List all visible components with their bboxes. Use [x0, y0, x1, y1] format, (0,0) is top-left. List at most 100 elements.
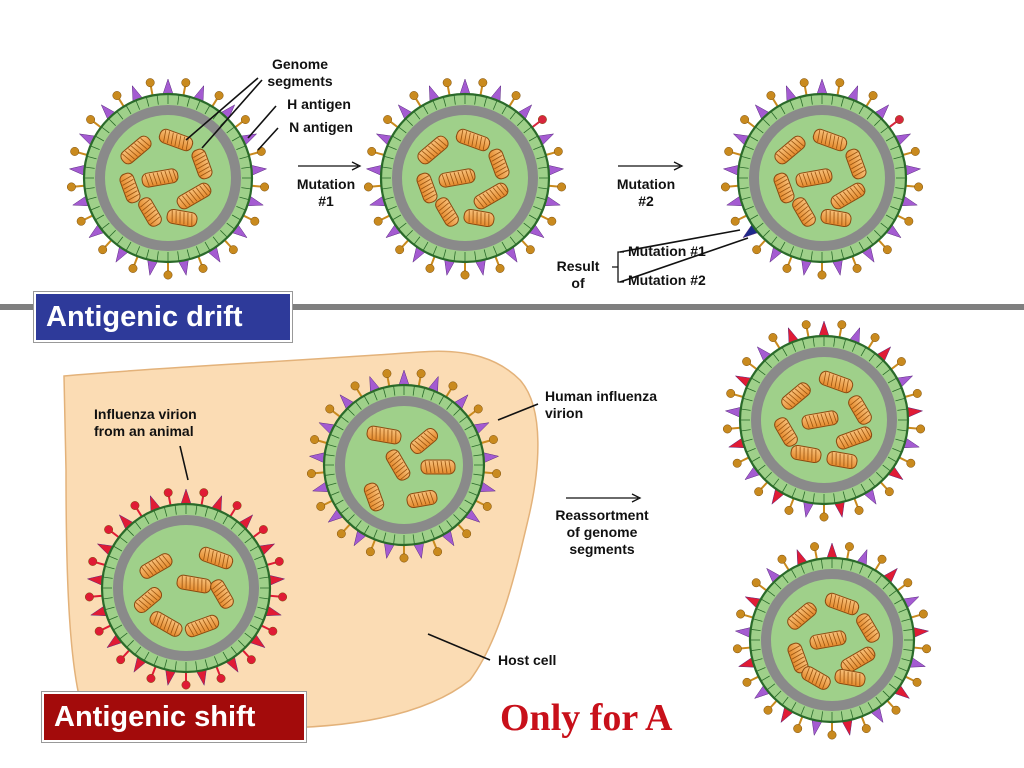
genome-segment — [158, 128, 194, 152]
pointer-genome-2 — [201, 79, 263, 149]
capsid-ring — [95, 105, 241, 251]
genome-segment — [781, 382, 811, 410]
n-spike-stalk — [182, 85, 187, 96]
n-spike-stalk — [803, 85, 808, 96]
n-spike-head — [128, 263, 138, 273]
n-spike-stalk — [773, 339, 781, 350]
n-spike-stalk — [520, 239, 530, 249]
n-spike-head — [367, 147, 377, 156]
genome-segment — [801, 666, 831, 690]
n-spike-head — [86, 115, 96, 124]
n-spike-stalk — [757, 239, 767, 249]
n-spike-stalk — [838, 327, 843, 338]
n-spike-stalk — [739, 456, 750, 463]
n-spike-head — [525, 245, 535, 255]
n-spike-head — [216, 673, 226, 683]
genome-segment — [420, 459, 456, 475]
label-influenza-animal: Influenza virion from an animal — [94, 406, 197, 439]
pointer-result-mut2 — [619, 237, 749, 283]
pointer-n-antigen — [257, 127, 279, 151]
n-spike-head — [768, 333, 778, 342]
genome-segment — [774, 135, 806, 165]
h-spike — [365, 164, 383, 176]
n-spike-head — [827, 730, 837, 740]
h-spike — [722, 164, 740, 176]
n-spike-head — [495, 263, 505, 273]
n-spike-stalk — [896, 583, 907, 592]
pointer-h-antigen — [247, 105, 277, 139]
n-spike-stalk — [905, 184, 916, 188]
h-spike — [459, 78, 471, 95]
section-divider — [0, 304, 1024, 310]
n-spike-head — [232, 501, 242, 510]
n-spike-head — [732, 644, 742, 654]
genome-segment — [824, 592, 860, 616]
n-spike-stalk — [331, 409, 341, 418]
genome-segment — [149, 611, 183, 637]
n-spike-head — [918, 609, 928, 619]
n-spike-stalk — [782, 561, 790, 571]
n-spike-stalk — [200, 495, 205, 506]
n-spike-head — [66, 182, 76, 192]
capsid-ring — [761, 569, 903, 711]
n-spike-head — [910, 147, 920, 156]
n-spike-stalk — [757, 583, 768, 592]
label-host-cell: Host cell — [498, 652, 557, 668]
genome-segment — [809, 630, 847, 650]
genome-segment — [774, 417, 798, 447]
n-spike-stalk — [92, 594, 103, 598]
pointer-human-virion — [497, 403, 539, 421]
n-spike-stalk — [874, 561, 882, 571]
virion-mutation-2 — [720, 78, 924, 280]
n-spike-head — [810, 542, 819, 552]
n-spike-head — [877, 554, 887, 564]
n-spike-head — [817, 270, 827, 280]
genome-segment — [191, 148, 213, 180]
pointer-genome-1 — [185, 77, 259, 141]
genome-segment — [795, 168, 833, 188]
genome-segment — [210, 579, 234, 609]
genome-segment — [119, 172, 141, 204]
n-spike-stalk — [789, 497, 795, 509]
n-spike-stalk — [103, 239, 113, 249]
genome-segment — [139, 553, 173, 579]
genome-segment — [120, 135, 152, 165]
n-spike-stalk — [101, 624, 112, 631]
n-spike-head — [736, 609, 746, 619]
genome-segment — [133, 586, 163, 614]
reassortment-arrow — [566, 493, 642, 503]
capsid-ring — [751, 347, 897, 493]
virion-reassortant-2 — [732, 542, 932, 740]
n-spike-head — [793, 724, 803, 734]
antigenic-shift-banner: Antigenic shift — [42, 692, 306, 742]
n-spike-stalk — [251, 184, 262, 188]
n-spike-head — [181, 78, 191, 88]
n-spike-stalk — [92, 120, 102, 129]
n-spike-stalk — [759, 481, 769, 491]
label-human-virion: Human influenza virion — [545, 388, 658, 421]
genome-segment — [835, 426, 873, 450]
label-reassortment: Reassortment of genome segments — [555, 507, 649, 557]
n-spike-stalk — [860, 716, 867, 727]
n-spike-stalk — [539, 214, 550, 221]
n-spike-head — [98, 245, 108, 255]
n-spike-stalk — [904, 675, 915, 682]
n-spike-stalk — [479, 85, 484, 96]
n-spike-stalk — [445, 387, 453, 398]
genome-segment — [417, 135, 449, 165]
n-spike-head — [336, 529, 346, 539]
n-spike-stalk — [211, 97, 219, 108]
genome-segment — [845, 148, 867, 180]
n-spike-stalk — [731, 151, 742, 156]
h-spike — [818, 320, 830, 337]
genome-segment — [773, 172, 795, 204]
n-spike-stalk — [728, 184, 739, 188]
n-spike-head — [250, 216, 260, 226]
n-spike-head — [861, 724, 871, 734]
n-spike-stalk — [480, 439, 491, 445]
n-spike-stalk — [110, 530, 120, 539]
n-spike-stalk — [494, 255, 500, 267]
n-spike-head — [819, 512, 829, 522]
n-spike-stalk — [74, 184, 85, 188]
h-spike — [68, 164, 86, 176]
